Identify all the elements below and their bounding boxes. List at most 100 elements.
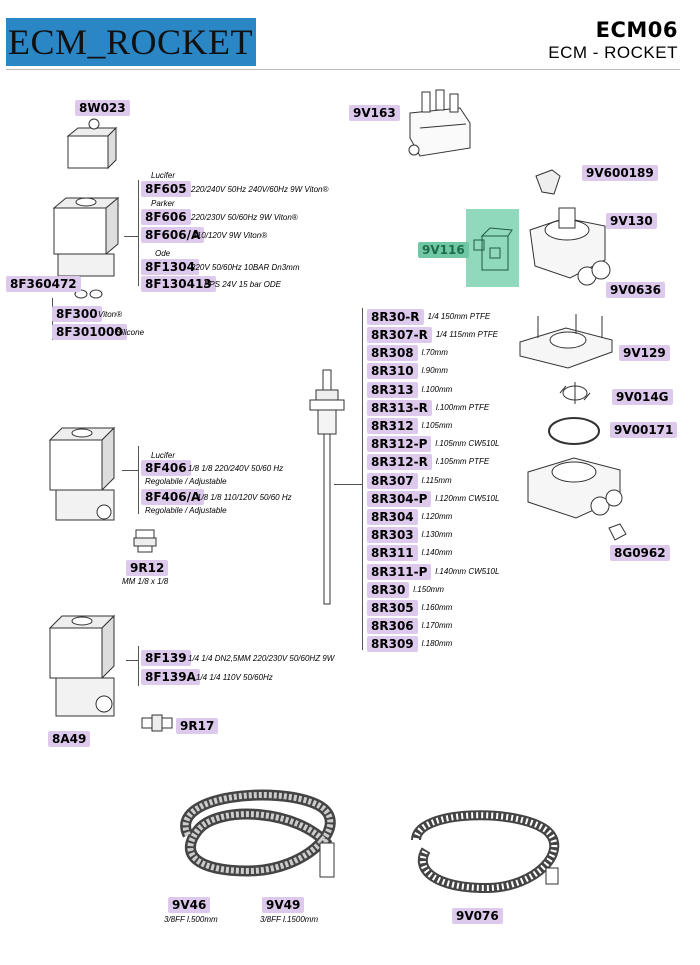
part-label-9V0636: 9V0636: [606, 282, 666, 298]
probe-code: 8R307-R: [367, 326, 432, 343]
part-label-9V116: 9V116: [418, 242, 469, 258]
braided-hose-drawing: [158, 775, 358, 895]
part-label-8F406A: 8F406/A: [141, 489, 205, 505]
note-8F1304: 220V 50/60Hz 10BAR Dn3mm: [191, 263, 300, 272]
note-8F139A: 1/4 1/4 110V 50/60Hz: [196, 673, 273, 682]
probe-code: 8R313: [367, 381, 418, 398]
probe-code: 8R312-R: [367, 454, 432, 471]
valve1-leader: [124, 236, 138, 237]
probe-note: l.130mm: [421, 530, 453, 540]
part-label-9V00171: 9V00171: [610, 422, 678, 438]
probe-note: l.120mm CW510L: [435, 493, 500, 503]
part-label-8F300: 8F300: [52, 306, 102, 322]
plug-8G0962-drawing: [606, 522, 628, 544]
part-label-8F130413: 8F130413: [141, 276, 216, 292]
probe-code: 8R312: [367, 417, 418, 434]
bracket-line-1: [138, 180, 139, 286]
o-rings-drawing: [74, 288, 104, 300]
probe-code: 8R313-R: [367, 399, 432, 416]
probe-note: l.70mm: [421, 348, 448, 358]
part-label-8F139: 8F139: [141, 650, 191, 666]
valve-cover-drawing: [516, 312, 616, 376]
probe-code: 8R310: [367, 363, 418, 380]
probe-code: 8R311: [367, 545, 418, 562]
part-label-9V076: 9V076: [452, 908, 503, 924]
model-code: ECM06: [595, 18, 678, 42]
solenoid-valve-3-drawing: [44, 608, 126, 726]
fitting-9R12-drawing: [132, 528, 160, 554]
part-label-9V49: 9V49: [262, 897, 305, 913]
part-label-9V014G: 9V014G: [612, 389, 673, 405]
pressure-switch-drawing: [400, 88, 480, 163]
spring-drawing: [558, 382, 592, 404]
part-label-8A49: 8A49: [48, 731, 91, 747]
part-label-9V130: 9V130: [606, 213, 657, 229]
probe-code: 8R303: [367, 527, 418, 544]
solenoid-valve-2-drawing: [44, 420, 126, 530]
note-9V46: 3/8FF l.500mm: [164, 915, 218, 924]
part-label-8F360472: 8F360472: [6, 276, 81, 292]
probe-note: l.105mm PTFE: [435, 457, 490, 467]
note-8F301000: Silicone: [116, 328, 145, 337]
probe-note: l.170mm: [421, 621, 453, 631]
valve2-leader: [122, 470, 138, 471]
probe-leader: [334, 484, 362, 485]
brand-ode: Ode: [155, 249, 171, 258]
part-label-8F301000: 8F301000: [52, 324, 127, 340]
probe-note: l.115mm: [421, 475, 452, 485]
brand-lucifer-2: Lucifer: [151, 451, 176, 460]
part-label-9V163: 9V163: [349, 105, 400, 121]
note-8F406A: 1/8 1/8 110/120V 50/60 Hz: [197, 493, 292, 502]
note-8F406-sub: Regolabile / Adjustable: [145, 477, 227, 486]
probe-code: 8R309: [367, 636, 418, 653]
note-8F139: 1/4 1/4 DN2,5MM 220/230V 50/60HZ 9W: [188, 654, 335, 663]
probe-code: 8R30: [367, 581, 410, 598]
level-probe-drawing: [302, 368, 352, 608]
probe-code: 8R304: [367, 508, 418, 525]
header-divider: [6, 69, 680, 70]
bracket-line-3: [138, 446, 139, 514]
probe-note: 1/4 150mm PTFE: [427, 311, 491, 321]
part-label-9V46: 9V46: [168, 897, 211, 913]
probe-note: l.120mm: [421, 511, 453, 521]
part-label-8F606A: 8F606/A: [141, 227, 205, 243]
coil-connector-drawing: [62, 118, 122, 176]
gasket-drawing: [546, 414, 602, 448]
note-8F300: Viton®: [98, 310, 122, 319]
probe-note: l.100mm: [421, 384, 453, 394]
connector-drawing: [472, 218, 514, 278]
probe-note: l.140mm: [421, 548, 453, 558]
note-9R12: MM 1/8 x 1/8: [122, 577, 169, 586]
brand-banner: ECM_ROCKET: [6, 18, 256, 66]
cap-drawing: [532, 168, 564, 198]
note-8F605: 220/240V 50Hz 240V/60Hz 9W Viton®: [191, 185, 329, 194]
part-label-8F406: 8F406: [141, 460, 191, 476]
part-label-8F1304: 8F1304: [141, 259, 199, 275]
spiral-hose-drawing: [396, 800, 576, 900]
fitting-9R17-drawing: [140, 712, 174, 734]
note-8F606: 220/230V 50/60Hz 9W Viton®: [191, 213, 298, 222]
valve-body-drawing: [525, 200, 610, 292]
probe-code: 8R305: [367, 599, 418, 616]
valve-base-drawing: [524, 448, 624, 528]
probe-code: 8R312-P: [367, 436, 432, 453]
probe-note: l.90mm: [421, 366, 448, 376]
probe-code: 8R308: [367, 345, 418, 362]
probe-note: l.105mm CW510L: [435, 439, 500, 449]
part-label-9R12: 9R12: [126, 560, 169, 576]
